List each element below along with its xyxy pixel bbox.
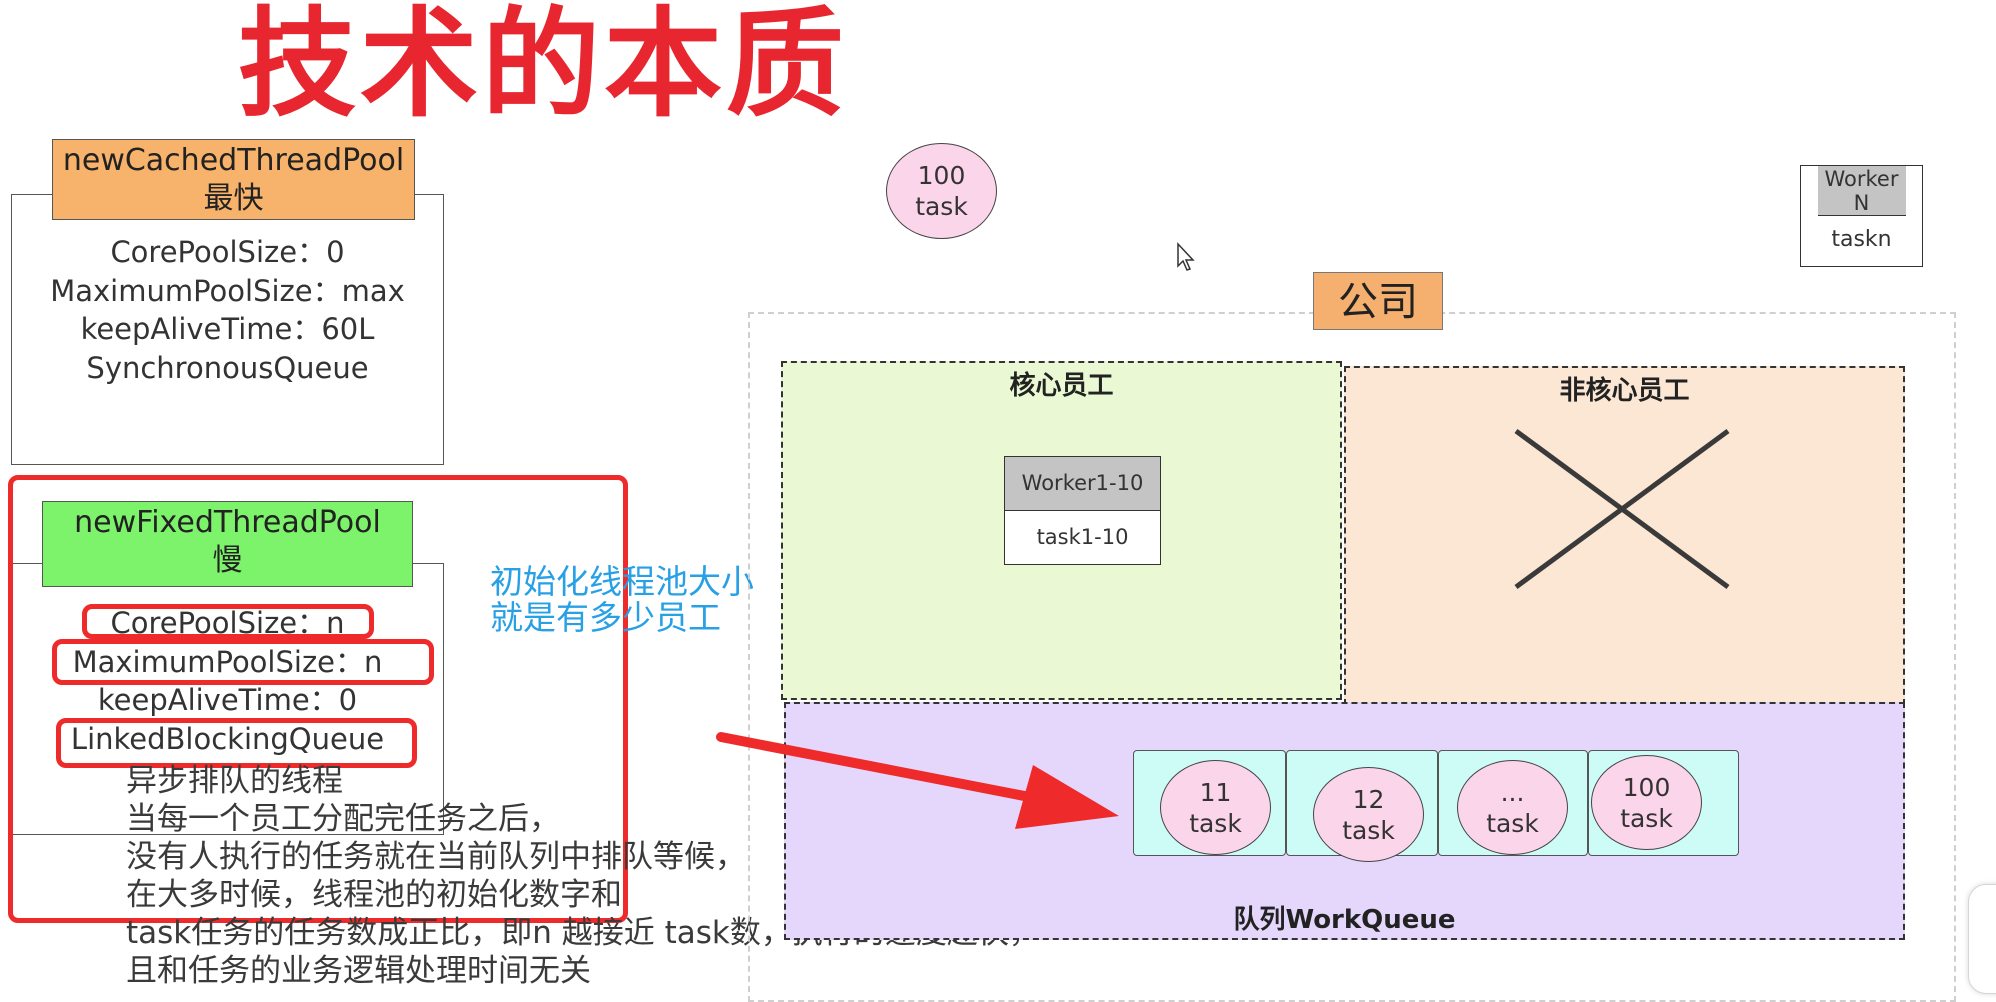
cached-queue: SynchronousQueue [86,350,369,385]
noncore-staff-title: 非核心员工 [1559,376,1690,406]
cached-pool-speed: 最快 [203,181,264,216]
worker-n-head: Worker N [1817,166,1906,216]
note-line: 在大多时候，线程池的初始化数字和 [126,877,622,913]
noncore-staff-area: 非核心员工 [1344,366,1905,705]
queue-task-bubble: ... task [1457,760,1568,855]
fixed-pool-header: newFixedThreadPool 慢 [42,501,413,587]
queue-task-label: task [1486,808,1539,838]
fixed-pool-name: newFixedThreadPool [74,505,381,540]
core-size-highlight [82,604,374,639]
queue-task-label: task [1620,803,1673,833]
queue-task-num: ... [1500,777,1525,807]
incoming-task-count: 100 [917,161,966,190]
core-worker-head: Worker1-10 [1005,457,1160,511]
queue-task-num: 11 [1199,777,1232,807]
queue-task-label: task [1189,808,1242,838]
cross-mark-icon [1514,428,1730,590]
cached-pool-header: newCachedThreadPool 最快 [52,139,415,220]
note-line: 没有人执行的任务就在当前队列中排队等候， [126,839,746,875]
queue-task-bubble: 100 task [1591,755,1702,850]
blue-annotation-line: 就是有多少员工 [490,598,721,637]
work-queue-title: 队列WorkQueue [1233,905,1456,935]
page-title: 技术的本质 [238,0,849,133]
queue-task-num: 12 [1352,784,1385,814]
queue-task-bubble: 11 task [1160,760,1271,855]
worker-n-task: taskn [1831,227,1892,252]
queue-task-bubble: 12 task [1313,767,1424,862]
fixed-pool-speed: 慢 [212,543,243,578]
queue-task-label: task [1342,815,1395,845]
note-line: 当每一个员工分配完任务之后， [126,801,560,837]
fixed-max-size: MaximumPoolSize：n [72,644,383,679]
max-size-highlight [52,639,434,685]
cached-pool-params: CorePoolSize：0 MaximumPoolSize：max keepA… [12,195,443,387]
blue-annotation: 初始化线程池大小 就是有多少员工 [490,564,754,636]
core-staff-title: 核心员工 [1009,371,1114,401]
cached-pool-card: CorePoolSize：0 MaximumPoolSize：max keepA… [11,194,444,465]
cached-keepalive: keepAliveTime：60L [80,312,375,346]
incoming-task-bubble: 100 task [886,143,997,239]
note-line: 且和任务的业务逻辑处理时间无关 [126,953,591,989]
queue-highlight [56,718,417,768]
note-line: 异步排队的线程 [126,763,343,799]
explanation-notes: 异步排队的线程 当每一个员工分配完任务之后， 没有人执行的任务就在当前队列中排队… [126,762,1040,990]
side-widget[interactable] [1968,884,1996,994]
fixed-pool-highlight [8,475,628,923]
mouse-cursor-icon [1177,242,1195,271]
blue-annotation-line: 初始化线程池大小 [490,562,754,601]
company-label: 公司 [1313,272,1443,330]
fixed-queue: LinkedBlockingQueue [70,721,385,756]
fixed-keepalive: keepAliveTime：0 [97,683,358,717]
incoming-task-label: task [915,192,968,221]
core-worker-task: task1-10 [1036,525,1129,549]
core-worker-box: Worker1-10 task1-10 [1004,456,1161,565]
cached-pool-name: newCachedThreadPool [62,143,405,178]
cached-max-size: MaximumPoolSize：max [50,273,405,308]
cached-core-size: CorePoolSize：0 [110,235,345,269]
worker-n-box: Worker N taskn [1800,165,1923,267]
queue-task-num: 100 [1622,772,1671,802]
red-arrow-icon [716,732,1119,829]
